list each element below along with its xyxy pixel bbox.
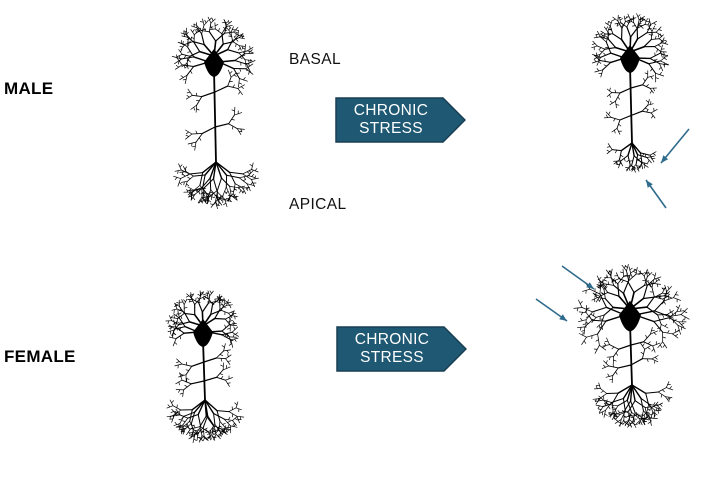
stress-line-2: STRESS — [360, 349, 424, 366]
pointer-arrow-icon — [660, 128, 690, 164]
stress-text: CHRONIC STRESS — [335, 97, 447, 143]
soma-icon — [204, 49, 224, 77]
pointer-arrow-icon — [535, 298, 568, 322]
stress-line-1: CHRONIC — [353, 102, 429, 119]
region-label-basal: BASAL — [289, 51, 341, 68]
chronic-stress-arrow-female: CHRONIC STRESS — [336, 326, 467, 372]
soma-icon — [620, 45, 640, 73]
pointer-arrow-icon — [645, 179, 667, 209]
stress-line-1: CHRONIC — [354, 331, 430, 348]
neuron-female-stressed — [573, 263, 690, 428]
stress-text: CHRONIC STRESS — [336, 326, 448, 372]
neuron-male-stressed — [591, 13, 670, 173]
region-label-apical: APICAL — [289, 196, 347, 213]
row-label-male: MALE — [4, 79, 54, 98]
arrow-shape-icon — [335, 97, 466, 143]
arrow-shape-icon — [336, 326, 467, 372]
neuron-male-control — [171, 16, 259, 210]
soma-icon — [619, 300, 641, 332]
neuron-female-control — [165, 290, 245, 444]
chronic-stress-arrow-male: CHRONIC STRESS — [335, 97, 466, 143]
soma-icon — [193, 319, 213, 347]
row-label-female: FEMALE — [4, 347, 76, 366]
pointer-arrow-icon — [561, 265, 595, 290]
stress-line-2: STRESS — [359, 120, 423, 137]
